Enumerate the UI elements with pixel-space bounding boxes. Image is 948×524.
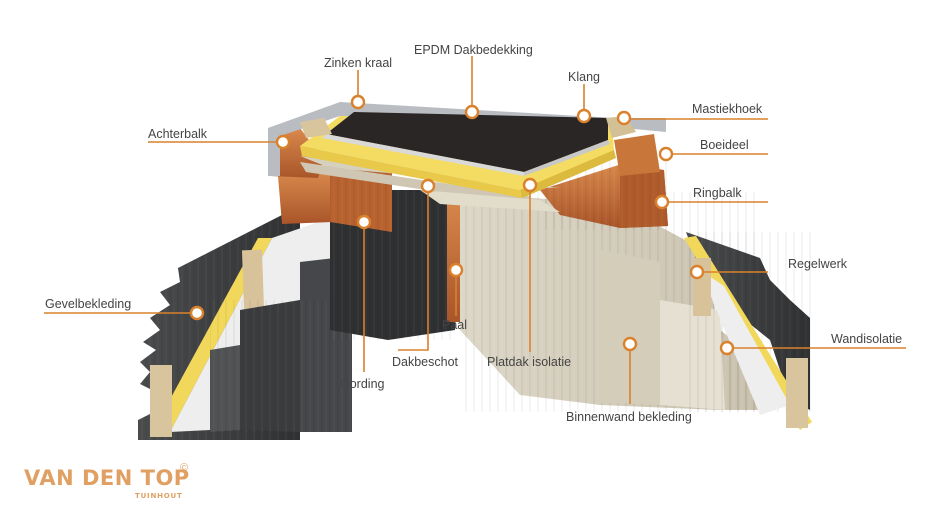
label-wandisolatie: Wandisolatie [831,332,903,346]
left-inner-dark-boards [210,256,352,432]
label-regelwerk: Regelwerk [788,257,848,271]
dot-klang [576,108,592,124]
dot-gording [356,214,372,230]
epdm-edge [322,134,524,176]
dot-zinken-kraal [350,94,366,110]
label-paal: Paal [442,318,468,332]
logo-tagline: TUINHOUT [135,492,183,500]
label-ringbalk: Ringbalk [693,186,742,200]
dot-mastiekhoek [616,110,632,126]
dot-binnenwand [622,336,638,352]
label-klang: Klang [568,70,600,84]
label-gevelbekleding: Gevelbekleding [45,297,132,311]
van-den-top-logo: VAN DEN TOP © TUINHOUT [24,462,190,500]
zinken-kraal-block [300,118,332,138]
label-platdak-isolatie: Platdak isolatie [487,355,572,369]
label-mastiekhoek: Mastiekhoek [692,102,763,116]
dot-platdak-isolatie [522,177,538,193]
label-achterbalk: Achterbalk [148,127,208,141]
dot-regelwerk [689,264,705,280]
dot-gevelbekleding [189,305,205,321]
logo-copyright-mark: © [180,462,189,474]
right-boeideel [614,134,660,176]
label-boeideel: Boeideel [700,138,749,152]
left-corner-post [150,365,172,437]
paal-post [447,192,461,322]
dot-achterbalk [275,134,291,150]
right-corner-post [786,358,808,428]
dot-dakbeschot [420,178,436,194]
left-ringbalk [278,168,392,232]
dakbeschot-planks [300,156,560,212]
dot-boeideel [658,146,674,162]
label-dakbeschot: Dakbeschot [392,355,459,369]
right-ringbalk [540,160,670,230]
label-binnenwand-bekleding: Binnenwand bekleding [566,410,692,424]
label-epdm-dakbedekking: EPDM Dakbedekking [414,43,533,57]
dot-paal [448,262,464,278]
callout-dots [189,94,735,356]
right-inner-board [700,270,790,415]
left-regelwerk-post [241,249,265,313]
dot-epdm [464,104,480,120]
epdm-roof [326,112,608,172]
dot-ringbalk [654,194,670,210]
label-gording: Gording [340,377,385,391]
dot-wandisolatie [719,340,735,356]
label-zinken-kraal: Zinken kraal [324,56,393,70]
logo-wordmark: VAN DEN TOP [24,466,190,490]
